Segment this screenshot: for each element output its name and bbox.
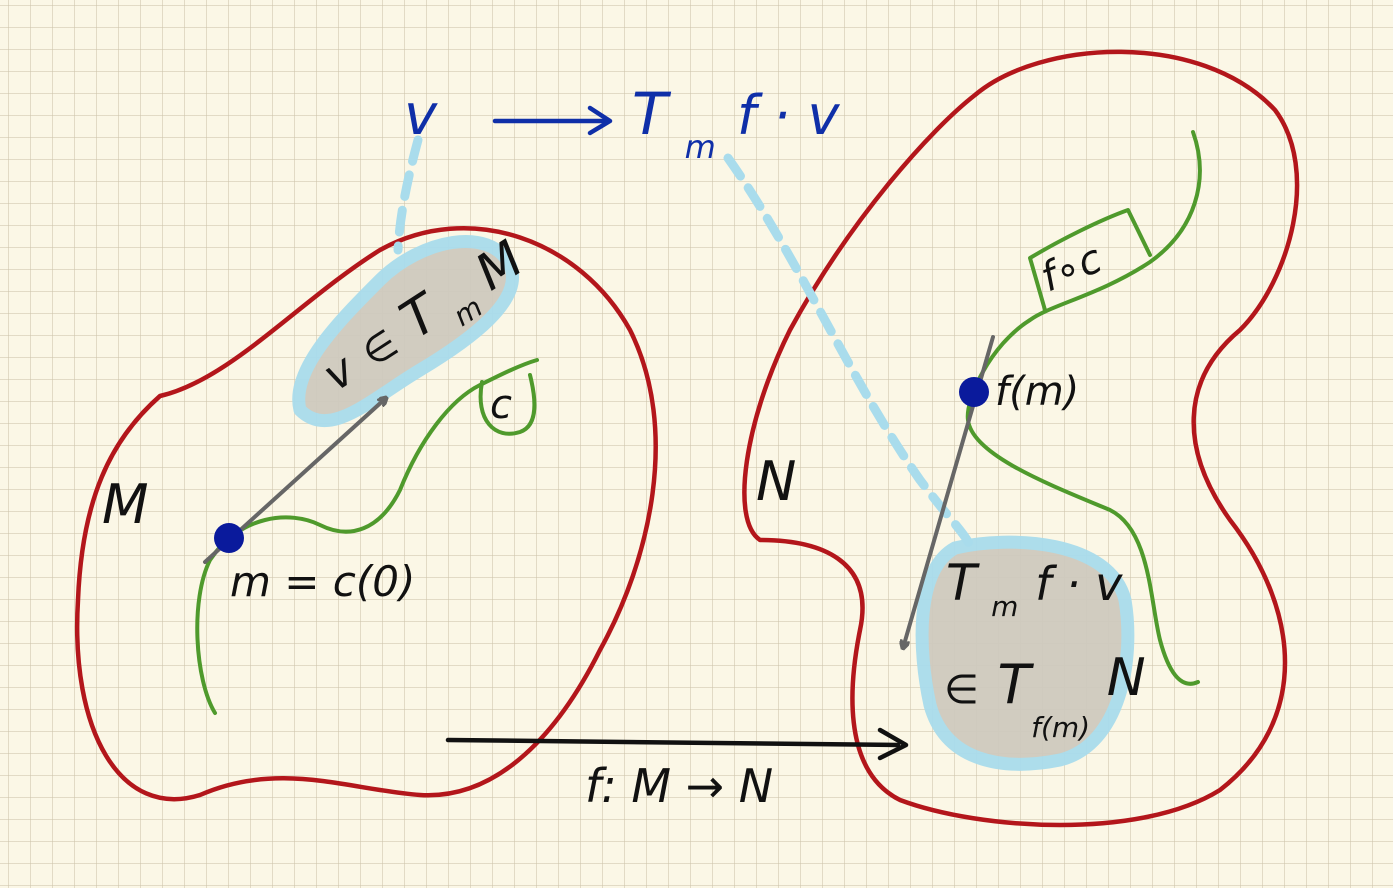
label-tangent-space-n-N: N <box>1107 648 1146 708</box>
label-top-sub: m <box>685 128 716 166</box>
label-point-f-of-m: f(m) <box>995 369 1079 415</box>
map-f-arrowhead <box>877 727 909 761</box>
label-pushforward-T: T <box>946 554 980 612</box>
label-top-T: T <box>632 80 672 148</box>
top-arrowhead <box>587 105 613 136</box>
label-point-m: m = c(0) <box>230 557 415 606</box>
label-tangent-space-n-in: ∈ <box>944 667 979 713</box>
label-manifold-n: N <box>756 450 796 513</box>
dashed-connector-right <box>723 153 975 550</box>
dashed-connector-left <box>393 135 423 255</box>
composition-label-box <box>1028 208 1152 312</box>
manifold-m-outline <box>74 226 658 802</box>
label-tangent-space-n-T: T <box>997 653 1034 716</box>
label-pushforward-sub: m <box>991 590 1018 623</box>
label-top-pushforward: T m f · v <box>632 80 840 171</box>
label-pushforward: T m f · v <box>946 554 1123 627</box>
label-top-v: v <box>404 83 438 148</box>
label-map-f: f: M → N <box>585 759 773 813</box>
curve-c-label-box <box>478 373 537 436</box>
label-tangent-space-n-sub: f(m) <box>1031 711 1090 744</box>
map-f-arrow-line <box>445 737 901 748</box>
point-f-of-m <box>959 377 989 407</box>
tangent-space-n-highlight <box>915 535 1135 771</box>
label-top-rest: f · v <box>737 84 841 147</box>
label-pushforward-rest: f · v <box>1035 557 1123 611</box>
label-curve-c: c <box>490 382 512 428</box>
point-m <box>214 523 244 553</box>
label-tangent-space-n: ∈ T f(m) N <box>944 648 1146 748</box>
manifold-n-outline <box>742 49 1300 828</box>
label-manifold-m: M <box>102 473 149 536</box>
